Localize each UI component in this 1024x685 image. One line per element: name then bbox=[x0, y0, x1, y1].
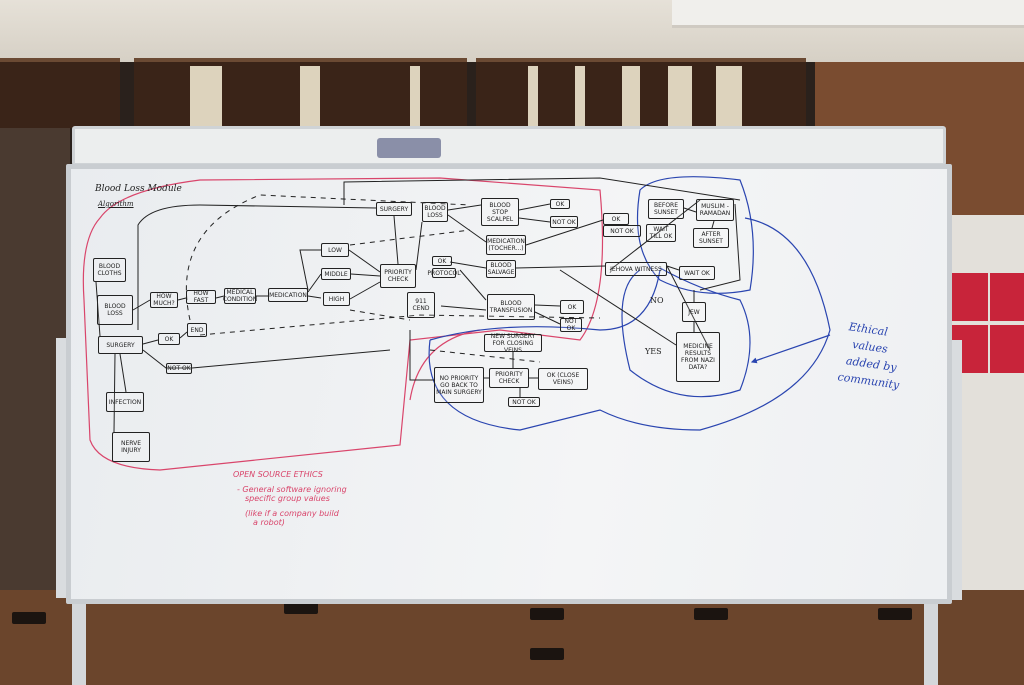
node-how-fast: How fast bbox=[186, 290, 216, 304]
edge-label-yes: YES bbox=[645, 347, 662, 356]
node-not-ok-2: Not OK bbox=[550, 216, 578, 228]
shelf-divider bbox=[300, 66, 320, 126]
node-protocol: Protocol bbox=[427, 268, 461, 278]
stand-leg bbox=[72, 600, 86, 685]
book bbox=[990, 273, 1024, 321]
air-conditioner bbox=[672, 0, 1024, 28]
node-high: High bbox=[323, 292, 350, 306]
node-blood-loss: Blood Loss bbox=[97, 295, 133, 325]
eraser bbox=[377, 138, 441, 158]
node-ok-5: OK bbox=[560, 300, 584, 314]
node-nerve-injury: Nerve Injury bbox=[112, 432, 150, 462]
node-before-sunset: Before sunset bbox=[648, 199, 684, 219]
drawer-handle bbox=[530, 648, 564, 660]
node-middle: Middle bbox=[321, 268, 351, 280]
shelf-divider bbox=[716, 66, 742, 126]
book bbox=[990, 325, 1024, 373]
shelf-divider bbox=[575, 66, 585, 126]
node-no-priority: No priority go back to main surgery bbox=[434, 367, 484, 403]
node-surgery-top: Surgery bbox=[376, 202, 412, 216]
node-ok: OK bbox=[158, 333, 180, 345]
node-surgery: Surgery bbox=[98, 336, 143, 354]
book bbox=[952, 273, 988, 321]
pink-notes: OPEN SOURCE ETHICS - General software ig… bbox=[233, 470, 347, 527]
node-nazi-data: Medicine results from Nazi data? bbox=[676, 332, 720, 382]
drawer-handle bbox=[12, 612, 46, 624]
node-not-ok: Not OK bbox=[166, 363, 192, 374]
shelf bbox=[0, 58, 120, 128]
edge-label-no: NO bbox=[650, 296, 664, 305]
drawer-handle bbox=[694, 608, 728, 620]
pink-boundary bbox=[82, 177, 604, 471]
pink-line: - General software ignoring bbox=[237, 485, 347, 494]
node-blood-transfusion: Blood transfusion bbox=[487, 294, 535, 320]
node-jehova-witness: Jehova witness bbox=[605, 262, 667, 276]
node-muslim: Muslim - Ramadan bbox=[696, 199, 734, 221]
node-priority-check: Priority Check bbox=[380, 264, 416, 288]
node-911: 911 Cend bbox=[407, 292, 435, 318]
shelf-divider bbox=[668, 66, 692, 126]
stand-leg bbox=[924, 600, 938, 685]
node-infection: Infection bbox=[106, 392, 144, 412]
node-end: END bbox=[187, 323, 207, 337]
black-connectors bbox=[95, 177, 741, 433]
node-wait-till-ok: Wait till OK bbox=[646, 224, 676, 242]
node-medical-condition: Medical condition bbox=[222, 288, 258, 304]
node-blood-salvage: Blood salvage bbox=[486, 260, 516, 278]
node-ok-4: OK bbox=[432, 256, 452, 266]
blue-notes: Ethical values added by community bbox=[837, 318, 908, 393]
lower-cabinets bbox=[0, 590, 1024, 685]
shelf-divider bbox=[410, 66, 420, 126]
node-not-ok-5: Not OK bbox=[560, 318, 582, 332]
node-not-ok-6: Not OK bbox=[508, 397, 540, 407]
shelf-divider bbox=[528, 66, 538, 126]
pink-line: a robot) bbox=[253, 518, 285, 527]
node-blood-loss-2: Blood Loss bbox=[422, 202, 448, 222]
node-ok-2: OK bbox=[550, 199, 570, 209]
whiteboard bbox=[66, 164, 952, 604]
node-how-much: How much? bbox=[150, 292, 178, 308]
shelf-divider bbox=[190, 66, 222, 126]
stand-post bbox=[56, 338, 68, 598]
whiteboard-back bbox=[72, 126, 946, 166]
right-shelf bbox=[950, 215, 1024, 595]
node-new-surgery: New surgery for closing veins bbox=[484, 333, 542, 354]
diagram-subtitle: Algorithm bbox=[98, 200, 134, 208]
drawer-handle bbox=[284, 602, 318, 614]
node-wait-ok: Wait OK bbox=[679, 266, 715, 280]
node-jew: Jew bbox=[682, 302, 706, 322]
drawer-handle bbox=[878, 608, 912, 620]
node-blood-cloths: Blood Cloths bbox=[93, 258, 126, 282]
pink-heading: OPEN SOURCE ETHICS bbox=[233, 470, 323, 479]
blue-boundary bbox=[428, 176, 831, 431]
node-medication: Medication bbox=[268, 288, 308, 302]
shelf-divider bbox=[622, 66, 640, 126]
drawer-handle bbox=[530, 608, 564, 620]
node-blood-stop-scalpel: Blood stop scalpel bbox=[481, 198, 519, 226]
node-priority-check-2: Priority Check bbox=[489, 368, 529, 388]
diagram-title: Blood Loss Module bbox=[95, 184, 182, 194]
node-medication-2: Medication (tocher...) bbox=[486, 235, 526, 255]
node-low: Low bbox=[321, 243, 349, 257]
node-not-ok-3: Not OK bbox=[603, 225, 641, 237]
node-ok-close-veins: OK (close veins) bbox=[538, 368, 588, 390]
pink-line: (like if a company build bbox=[245, 509, 339, 518]
stand-post bbox=[950, 340, 962, 600]
pink-line: specific group values bbox=[245, 494, 330, 503]
node-ok-3: OK bbox=[603, 213, 629, 225]
node-after-sunset: After sunset bbox=[693, 228, 729, 248]
